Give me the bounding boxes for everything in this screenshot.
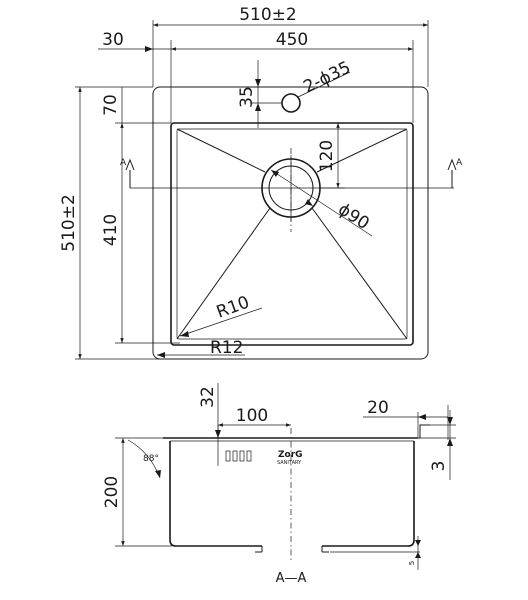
dim-arrow-flange-width — [418, 414, 426, 420]
dim-section-height: 200 — [102, 476, 122, 508]
brand-logo: ZorG SANITARY — [277, 450, 303, 466]
dim-angle: 88° — [143, 454, 159, 464]
dim-arrow-tap-offset-b — [255, 103, 261, 111]
fold-line-tl — [176, 128, 266, 173]
dim-arrow-tap-offset-a — [255, 79, 261, 87]
dim-inner-height: 410 — [101, 214, 121, 246]
leader-r10 — [179, 307, 263, 337]
dim-outer-radius: R12 — [210, 338, 243, 358]
overflow-holes — [225, 450, 252, 462]
section-view: ZorG SANITARY 32 100 20 3 200 88° — [102, 383, 456, 586]
leader-tap-hole — [297, 71, 351, 98]
dim-arrow-thickness-a — [447, 417, 453, 425]
dim-inner-width: 450 — [276, 30, 308, 50]
overflow-hole-4 — [246, 450, 252, 462]
dim-arrow-offset-left — [145, 46, 153, 52]
dim-flange-width: 20 — [367, 398, 389, 418]
fold-line-br — [311, 207, 408, 340]
dim-drain-diameter: ϕ90 — [334, 199, 372, 234]
dim-arrow-hole-offset — [215, 430, 221, 438]
dim-hole-offset: 32 — [198, 386, 218, 408]
dim-arrow-thickness-b — [447, 438, 453, 446]
fold-line-tr — [316, 128, 408, 173]
section-arrow-left — [125, 158, 135, 171]
top-view: A A 510±2 450 30 510±2 410 70 3 — [59, 5, 463, 360]
overflow-hole-2 — [232, 450, 238, 462]
sink-bowl-inner — [176, 128, 408, 340]
section-marker-left: A — [120, 158, 127, 168]
dim-arrow-r10 — [180, 331, 189, 337]
overflow-hole-3 — [239, 450, 245, 462]
dim-arrow-drain-b — [305, 199, 313, 206]
brand-logo-text: ZorG — [278, 450, 303, 460]
dim-inner-radius: R10 — [214, 292, 252, 322]
section-wall-right — [322, 441, 415, 547]
brand-logo-sub: SANITARY — [277, 460, 302, 466]
dim-overall-width: 510±2 — [239, 5, 297, 25]
fold-line-bl — [176, 207, 271, 340]
section-marker-right: A — [456, 158, 463, 168]
dim-bottom-offset: 5 — [408, 561, 416, 565]
dim-overall-height: 510±2 — [59, 194, 79, 252]
dim-offset-top: 70 — [101, 94, 121, 116]
tap-hole — [281, 93, 301, 113]
dim-flange-thickness: 3 — [429, 461, 449, 472]
dim-tap-offset: 35 — [237, 86, 257, 108]
dim-hole-spacing: 100 — [236, 406, 268, 426]
dim-arrow-bottom-b — [415, 552, 421, 558]
angle-arrow — [155, 470, 161, 478]
sink-bowl — [170, 122, 414, 346]
section-wall-left — [169, 441, 262, 547]
dim-offset-left: 30 — [102, 30, 124, 50]
overflow-hole-1 — [225, 450, 231, 462]
dim-arrow-bottom-a — [415, 540, 421, 546]
leader-drain — [270, 169, 373, 237]
section-title: A—A — [276, 571, 307, 586]
dim-arrow-drain-a — [271, 170, 279, 177]
section-arrow-right — [447, 158, 457, 171]
dim-arrow-r12 — [157, 352, 165, 358]
section-flange-right-lip — [414, 424, 430, 439]
dim-drain-offset: 120 — [317, 140, 337, 172]
sink-outer-rim — [152, 86, 429, 360]
dim-tap-hole: 2-ϕ35 — [300, 58, 354, 98]
